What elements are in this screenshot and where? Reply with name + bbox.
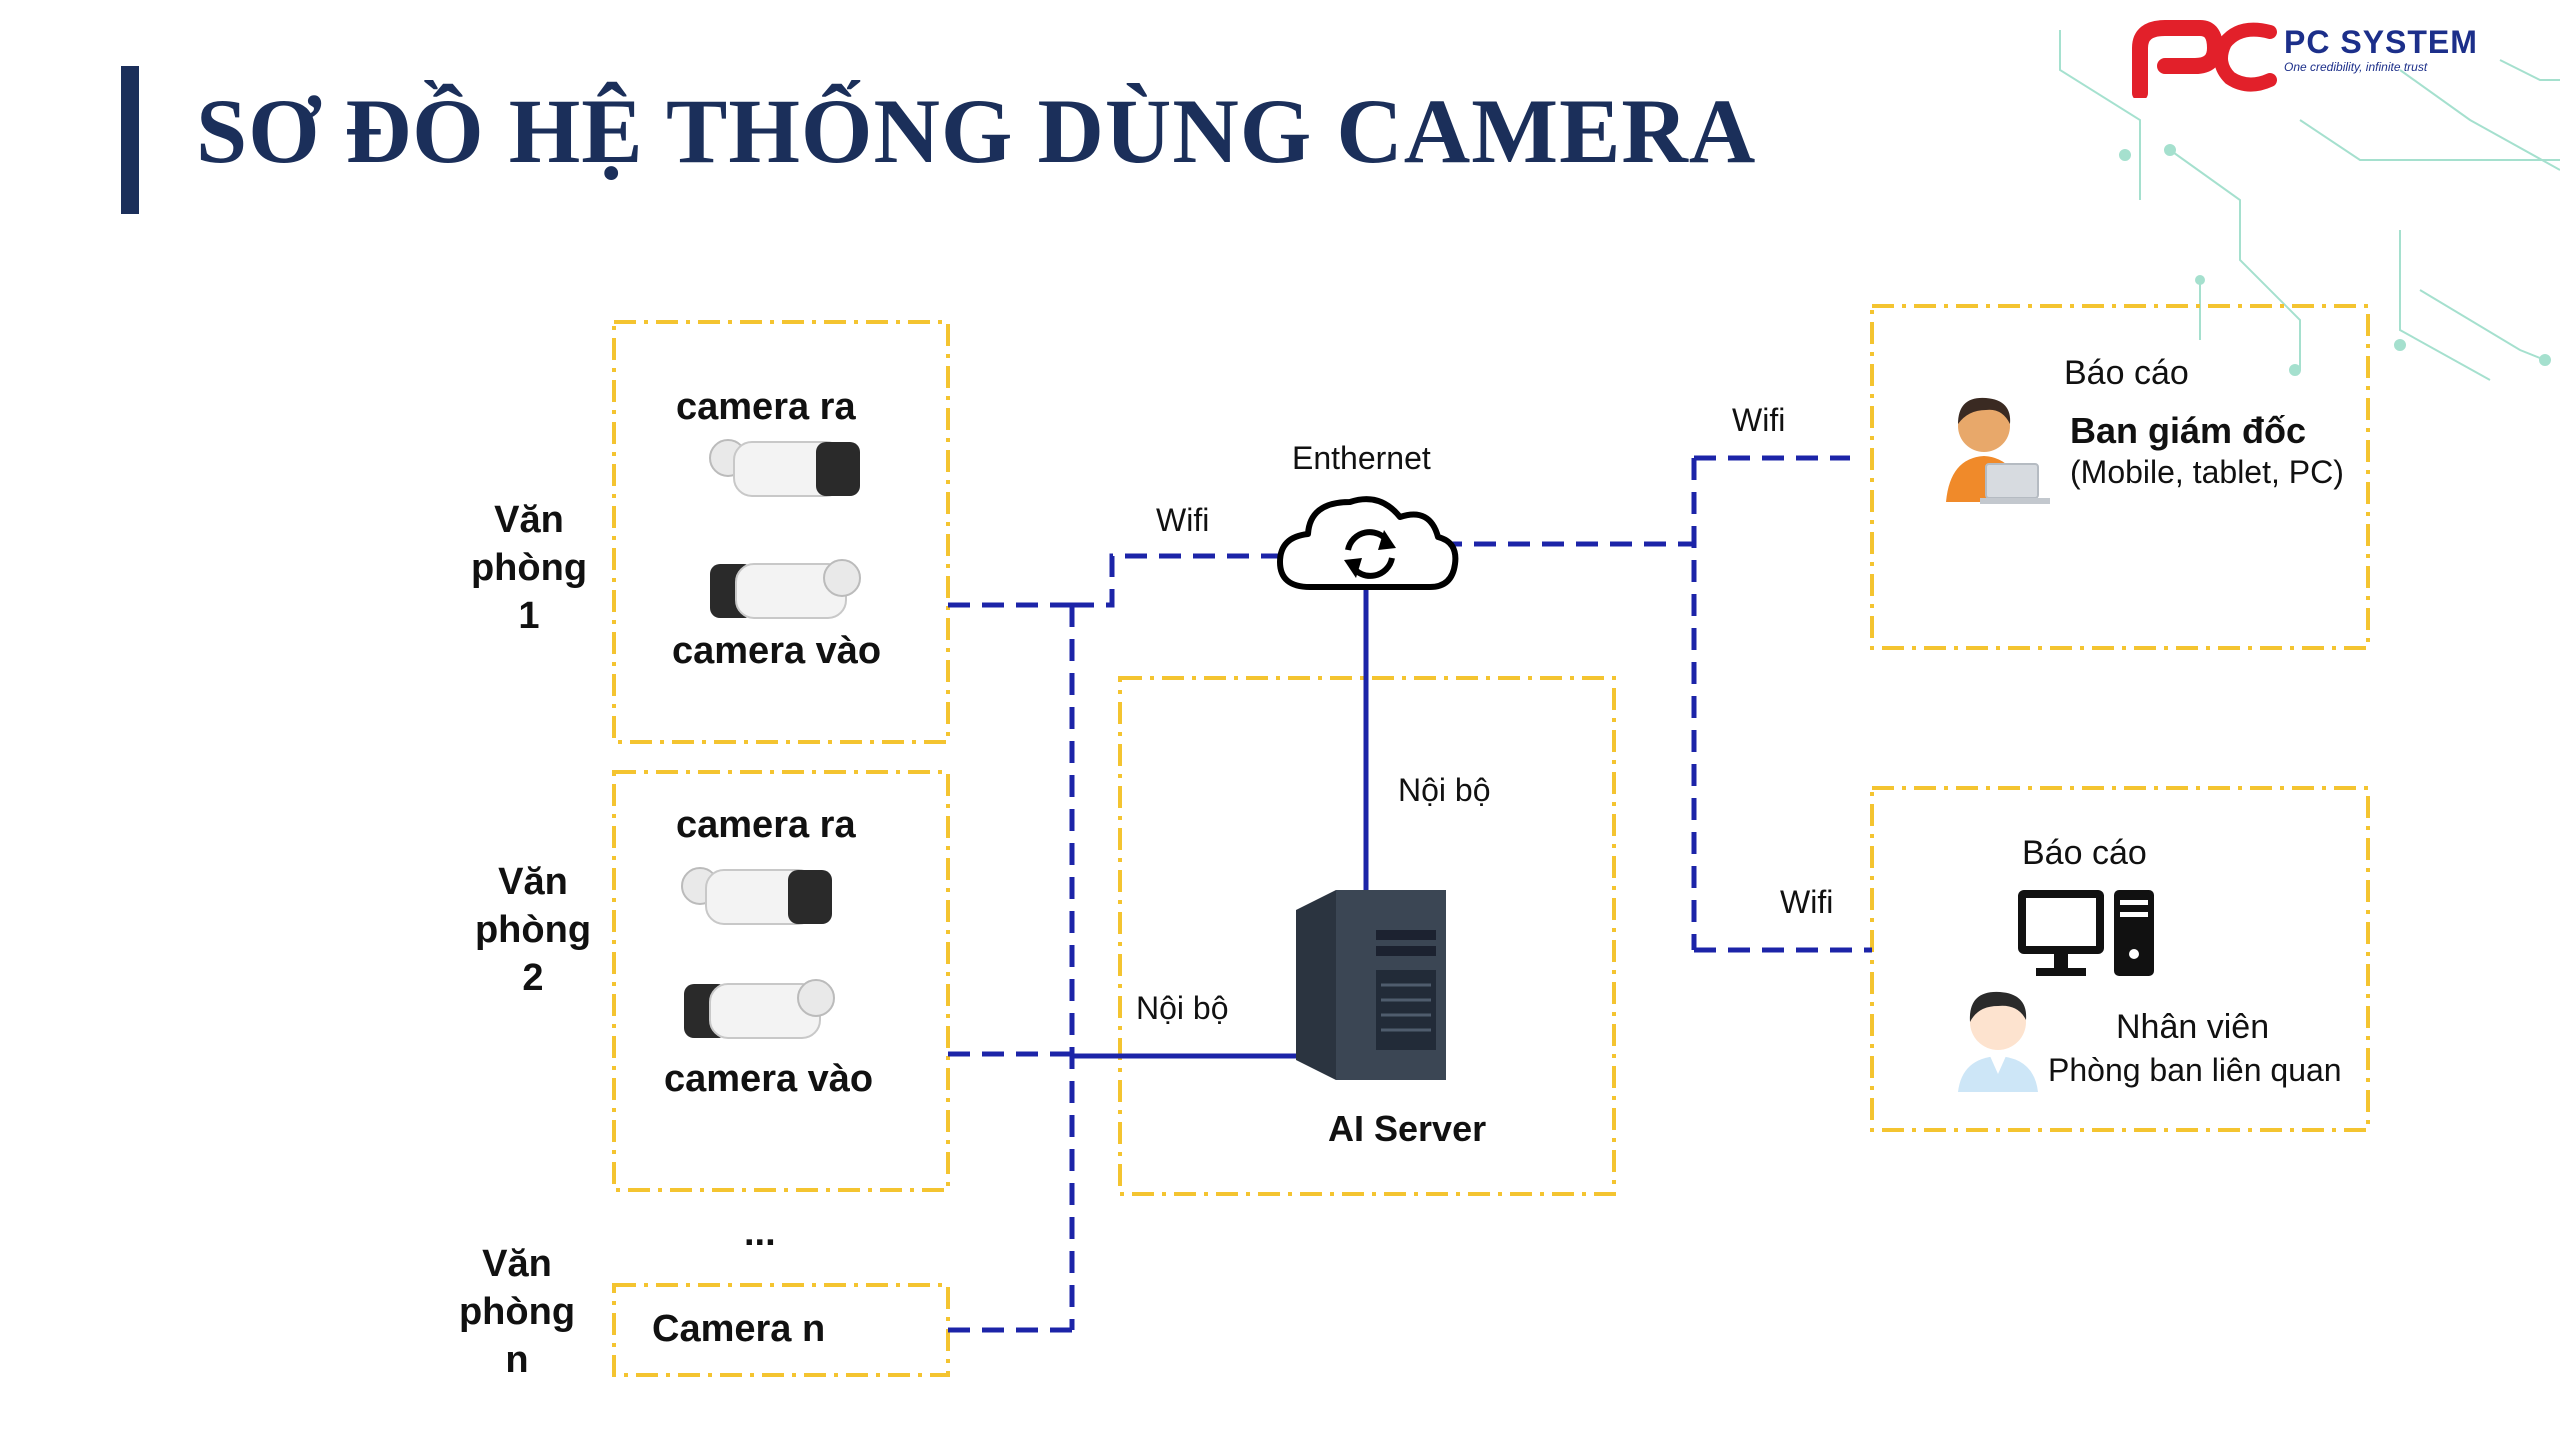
employee-icon [1958, 991, 2038, 1092]
internal-top-label: Nội bộ [1398, 772, 1491, 808]
report-1-devices: (Mobile, tablet, PC) [2070, 454, 2344, 490]
wifi-left-label: Wifi [1156, 502, 1210, 538]
office-1-camera-in-label: camera vào [672, 630, 882, 672]
desktop-computer-icon [2018, 890, 2154, 976]
ai-server-label: AI Server [1328, 1108, 1487, 1149]
more-offices-ellipsis: ... [744, 1212, 776, 1254]
wifi-bottom-right-label: Wifi [1780, 884, 1834, 920]
logo-name: PC SYSTEM [2284, 24, 2478, 60]
internal-left-label: Nội bộ [1136, 990, 1229, 1026]
manager-laptop-icon [1946, 397, 2050, 504]
office-2-camera-in-label: camera vào [664, 1058, 874, 1100]
report-2-department: Phòng ban liên quan [2048, 1052, 2342, 1088]
report-1-role: Ban giám đốc [2070, 410, 2307, 451]
title-accent-bar [121, 66, 139, 214]
wifi-to-cloud-link [1072, 553, 1280, 608]
office-n-camera-label: Camera n [652, 1308, 826, 1350]
pc-system-logo-icon [2132, 20, 2277, 98]
wifi-top-right-label: Wifi [1732, 402, 1786, 438]
office-1-camera-out-label: camera ra [676, 386, 856, 428]
cloud-sync-icon [1277, 496, 1459, 590]
office-2-camera-out-label: camera ra [676, 804, 856, 846]
circuit-decoration [2059, 30, 2560, 381]
logo-tagline: One credibility, infinite trust [2284, 60, 2428, 74]
ethernet-label: Enthernet [1292, 440, 1431, 476]
bullet-camera-icon [681, 439, 861, 1039]
report-2-heading: Báo cáo [2022, 834, 2147, 872]
server-icon [1296, 890, 1446, 1080]
report-1-heading: Báo cáo [2064, 354, 2189, 392]
report-2-role: Nhân viên [2116, 1008, 2270, 1046]
office-1-box [612, 320, 950, 744]
page-title: SƠ ĐỒ HỆ THỐNG DÙNG CAMERA [196, 80, 1757, 182]
